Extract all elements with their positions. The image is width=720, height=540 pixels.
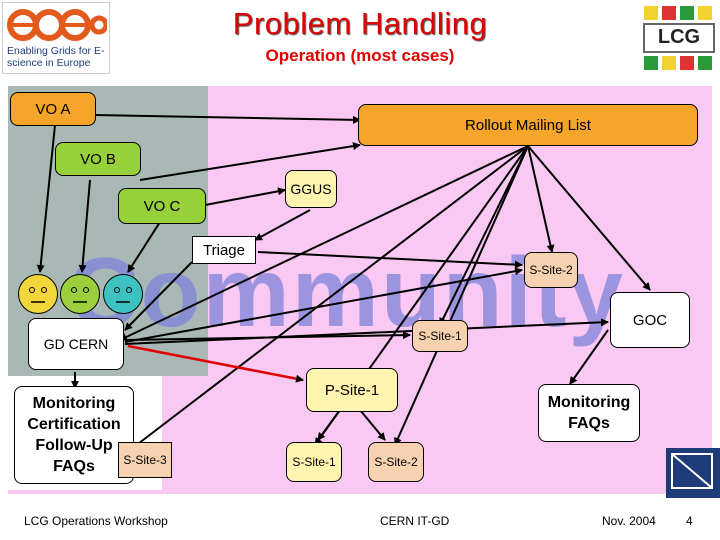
edge-voa-rollout: [94, 114, 361, 124]
edge-triage-ssite2: [257, 251, 523, 269]
edge-voc-ggus: [204, 187, 286, 206]
edge-psite-ssite2: [359, 409, 386, 441]
node-vo-b: VO B: [55, 142, 141, 176]
node-vo-c: VO C: [118, 188, 206, 224]
footer-date: Nov. 2004: [602, 514, 656, 528]
edge-rollout-ssite2: [527, 145, 555, 253]
edge-gdcern-psite-highlight: [127, 344, 304, 383]
slide-title: Problem Handling: [232, 6, 488, 41]
node-s-site-1-mid: S-Site-1: [412, 320, 468, 352]
page-number: 4: [686, 514, 693, 528]
footer-workshop: LCG Operations Workshop: [24, 514, 168, 528]
node-rollout-mailing-list: Rollout Mailing List: [358, 104, 698, 146]
edge-goc-monitoring: [569, 329, 609, 385]
egee-logo-word: [7, 3, 109, 52]
footer-organization: CERN IT-GD: [380, 514, 450, 528]
node-s-site-2-top: S-Site-2: [524, 252, 578, 288]
egee-tagline: Enabling Grids for E-science in Europe: [7, 45, 105, 69]
edge-gdcern-goc: [124, 318, 609, 345]
node-vo-a: VO A: [10, 92, 96, 126]
edge-ggus-triage: [254, 209, 311, 241]
node-goc: GOC: [610, 292, 690, 348]
edge-voc-face3: [127, 221, 161, 273]
edge-rollout-bottom-ssite2: [394, 145, 529, 446]
edge-vob-face2: [78, 179, 91, 273]
edge-triage-gdcern: [124, 261, 193, 331]
lcg-logo: LCG: [640, 2, 718, 74]
egee-logo-mark: [7, 9, 109, 41]
node-ggus: GGUS: [285, 170, 337, 208]
node-s-site-1-bottom: S-Site-1: [286, 442, 342, 482]
node-monitoring-certification: Monitoring Certification Follow-Up FAQs: [14, 386, 134, 484]
edge-rollout-ssite1: [439, 145, 529, 326]
edge-rollout-ssite3: [129, 145, 529, 451]
node-s-site-2-bottom: S-Site-2: [368, 442, 424, 482]
lcg-logo-text: LCG: [657, 26, 701, 48]
node-p-site-1: P-Site-1: [306, 368, 398, 412]
edge-rollout-goc: [527, 145, 651, 291]
edge-psite-ssite1: [317, 409, 341, 441]
slide-subtitle: Operation (most cases): [265, 46, 455, 65]
edge-vob-rollout: [139, 142, 361, 181]
user-face-icon: [18, 274, 58, 314]
egee-logo: Enabling Grids for E-science in Europe: [2, 2, 110, 74]
edge-rollout-gdcern: [119, 145, 529, 341]
user-face-icon: [103, 274, 143, 314]
edge-gdcern-ssite2: [124, 267, 523, 343]
edge-voa-face1: [36, 124, 56, 273]
user-face-icon: [60, 274, 100, 314]
node-gd-cern: GD CERN: [28, 318, 124, 370]
node-s-site-3: S-Site-3: [118, 442, 172, 478]
corner-logo: [666, 448, 720, 498]
node-monitoring-faqs: Monitoring FAQs: [538, 384, 640, 442]
node-triage: Triage: [192, 236, 256, 264]
